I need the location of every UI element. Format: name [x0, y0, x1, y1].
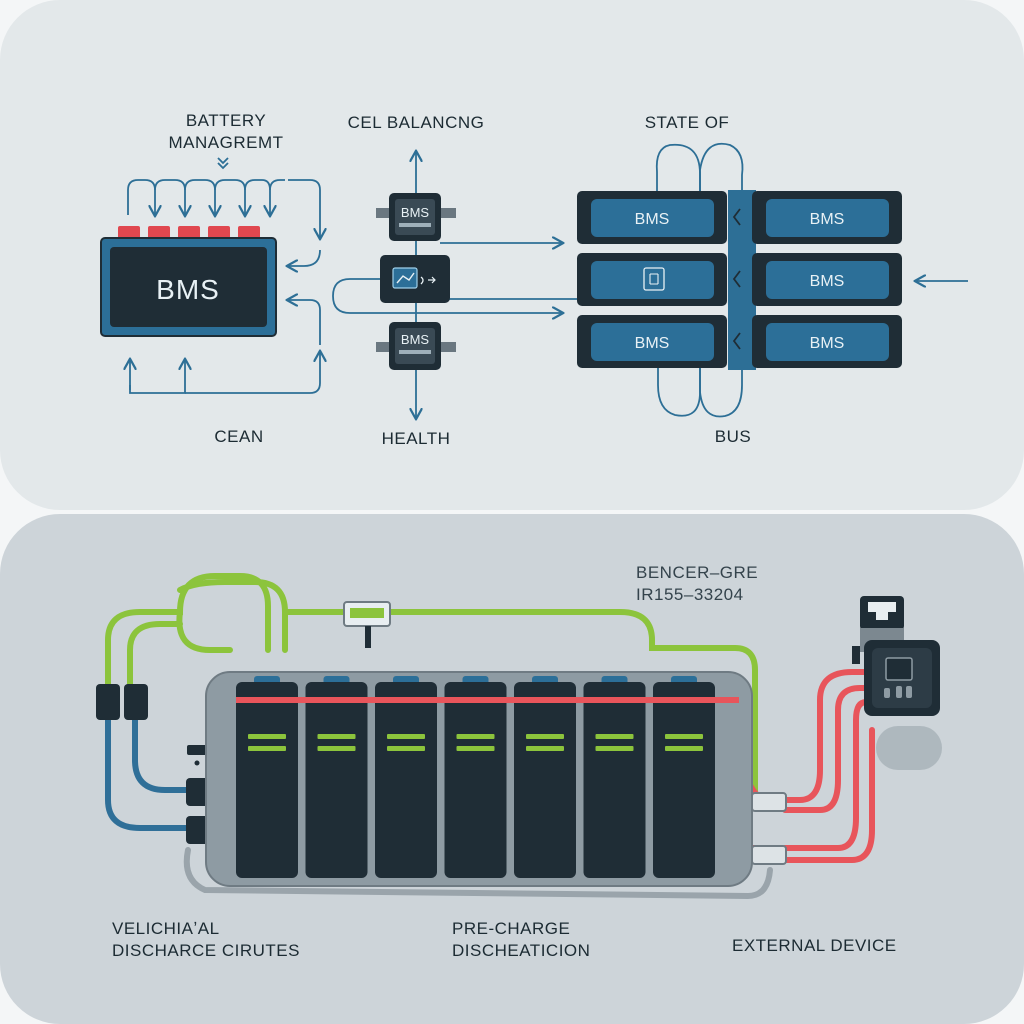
- grid-chip-icon: [643, 267, 665, 291]
- grid-bms-r1c1: BMS: [635, 211, 670, 228]
- battery-management-line-1: BATTERY: [185, 111, 267, 130]
- terminal-row: [118, 226, 260, 240]
- precharge-label: PRE-CHARGE DISCHEATICION: [452, 918, 590, 962]
- grid-bms-r1c2: BMS: [810, 211, 845, 228]
- cell-indicator-2: [665, 746, 703, 751]
- discharge-line-2: DISCHARCE CIRUTES: [112, 941, 300, 960]
- cell-indicator-1: [526, 734, 564, 739]
- precharge-line-2: DISCHEATICION: [452, 941, 591, 960]
- discharge-line-1: VELICHIAʼAL: [112, 919, 220, 938]
- chain-module-sensor: [380, 255, 450, 303]
- chain-module-top: BMS: [376, 193, 456, 241]
- sensor-connector: [343, 601, 391, 648]
- cell-indicator-1: [317, 734, 356, 739]
- state-of-label: STATE OF: [644, 113, 730, 132]
- grid-row-3: BMS BMS: [577, 315, 902, 368]
- bus-label: BUS: [714, 427, 752, 446]
- battery-management-group: BMS: [100, 157, 320, 394]
- external-device: [852, 596, 942, 770]
- chain-module-top-label: BMS: [401, 205, 430, 220]
- chain-module-bottom: BMS: [376, 322, 456, 370]
- part-id-line-1: BENCER–GRE: [636, 563, 759, 582]
- grid-row-2: BMS: [577, 253, 902, 306]
- precharge-line-1: PRE-CHARGE: [452, 919, 571, 938]
- cell-indicator-1: [665, 734, 703, 739]
- cell-indicator-1: [248, 734, 286, 739]
- grid-row-1: BMS BMS: [577, 191, 902, 244]
- cell-indicator-1: [595, 734, 634, 739]
- cell-indicator-1: [387, 734, 425, 739]
- cell-body: [375, 682, 437, 878]
- grid-bms-r3c1: BMS: [635, 335, 670, 352]
- battery-cell: [305, 676, 368, 878]
- part-id-label: BENCER–GRE IR155–33204: [636, 562, 758, 606]
- cell-indicator-2: [595, 746, 634, 751]
- cell-balancing-label: CEL BALANCNG: [347, 113, 485, 132]
- cell-indicator-2: [456, 746, 495, 751]
- battery-cell: [514, 676, 576, 878]
- part-id-line-2: IR155–33204: [636, 585, 744, 604]
- battery-cell: [375, 676, 437, 878]
- main-bms-label: BMS: [156, 274, 220, 305]
- cells-group: [236, 676, 715, 878]
- cell-balancing-chain: BMS BMS: [332, 152, 611, 418]
- battery-cell: [653, 676, 715, 878]
- grid-bms-r3c2: BMS: [810, 335, 845, 352]
- cell-indicator-1: [456, 734, 495, 739]
- cell-body: [236, 682, 298, 878]
- discharge-circuits-label: VELICHIAʼAL DISCHARCE CIRUTES: [112, 918, 300, 962]
- cell-indicator-2: [317, 746, 356, 751]
- battery-pack: [205, 671, 753, 887]
- health-label: HEALTH: [381, 429, 451, 448]
- external-device-label: EXTERNAL DEVICE: [732, 936, 897, 955]
- cell-body: [583, 682, 646, 878]
- cell-body: [653, 682, 715, 878]
- cell-indicator-2: [387, 746, 425, 751]
- cell-body: [444, 682, 507, 878]
- battery-management-label: BATTERY MANAGREMT: [169, 110, 284, 154]
- state-of-grid: BMS BMS BMS BMS BMS: [577, 142, 968, 418]
- cell-indicator-2: [248, 746, 286, 751]
- battery-cell: [236, 676, 298, 878]
- chain-module-bottom-label: BMS: [401, 332, 430, 347]
- grid-bms-r2c2: BMS: [810, 273, 845, 290]
- battery-cell: [444, 676, 507, 878]
- battery-management-line-2: MANAGREMT: [168, 133, 284, 152]
- cable-clips: [751, 792, 787, 865]
- battery-cell: [583, 676, 646, 878]
- clean-label: CEAN: [214, 427, 264, 446]
- cell-body: [514, 682, 576, 878]
- cell-body: [305, 682, 368, 878]
- cell-indicator-2: [526, 746, 564, 751]
